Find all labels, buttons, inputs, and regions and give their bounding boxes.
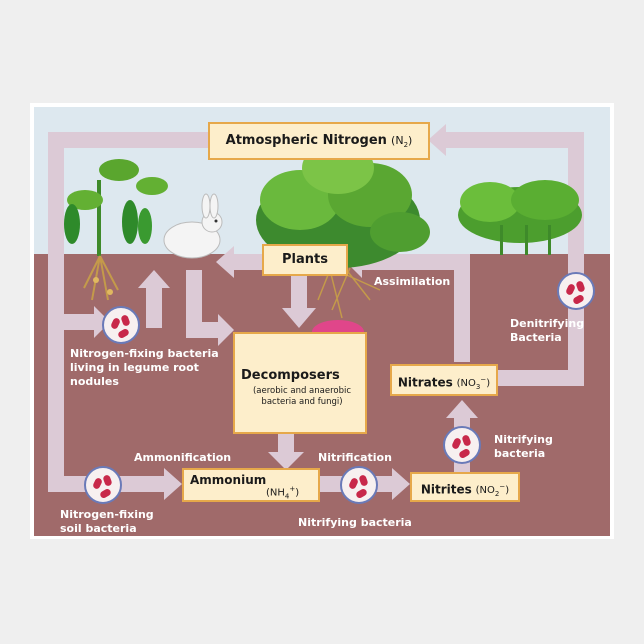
arrow-right-vertical bbox=[568, 132, 584, 386]
arrow-top-left bbox=[48, 132, 210, 148]
assimilation-label: Assimilation bbox=[374, 275, 451, 288]
ammonium-label: Ammonium bbox=[190, 473, 267, 487]
nitrites-formula: (NO2−) bbox=[475, 483, 510, 499]
nitrates-formula: (NO3−) bbox=[456, 376, 491, 392]
arrow-plants-left bbox=[232, 254, 266, 270]
bacteria-nitrifying-icon bbox=[443, 426, 481, 464]
arrow-animal-down bbox=[186, 270, 202, 332]
arrow-top-right bbox=[444, 132, 584, 148]
denitrifying-bacteria-label: Denitrifying Bacteria bbox=[510, 317, 585, 344]
nitrites-label: Nitrites bbox=[420, 482, 472, 497]
arrow-decomp-down bbox=[278, 432, 294, 454]
arrow-legume-up-head bbox=[138, 270, 170, 288]
plants-label: Plants bbox=[282, 252, 328, 267]
arrow-ammonium-nitrites-head bbox=[392, 468, 410, 500]
arrow-to-legume bbox=[48, 314, 96, 330]
arrow-plants-left-head bbox=[216, 246, 234, 278]
arrow-plants-down-head bbox=[282, 308, 316, 328]
rabbit-icon bbox=[163, 193, 223, 259]
bacteria-legume-icon bbox=[102, 306, 140, 344]
nitrates-label: Nitrates bbox=[397, 375, 453, 390]
decomposers-sublabel: (aerobic and anaerobic bacteria and fung… bbox=[252, 386, 352, 407]
arrow-top-right-head bbox=[428, 124, 446, 156]
decomposers-label: Decomposers bbox=[241, 368, 340, 383]
ammonium-formula: (NH4+) bbox=[266, 485, 300, 501]
soil-bacteria-label: Nitrogen-fixing soil bacteria bbox=[60, 508, 154, 535]
atmospheric-nitrogen-box: Atmospheric Nitrogen (N2) bbox=[208, 122, 430, 160]
nitrifying-bacteria-right-label: Nitrifying bacteria bbox=[494, 433, 553, 460]
nitrification-label: Nitrification bbox=[318, 451, 392, 464]
nitrites-box: Nitrites (NO2−) bbox=[410, 472, 520, 502]
ammonium-box: Ammonium (NH4+) bbox=[182, 468, 320, 502]
bacteria-denitrifying-icon bbox=[557, 272, 595, 310]
arrow-decomp-down-head bbox=[268, 452, 304, 470]
ammonification-label: Ammonification bbox=[134, 451, 232, 464]
legume-bacteria-label: Nitrogen-fixing bacteria living in legum… bbox=[70, 347, 219, 388]
arrow-nitrates-up bbox=[454, 262, 470, 362]
plants-box: Plants bbox=[262, 244, 348, 276]
arrow-animal-right-head bbox=[218, 314, 234, 346]
arrow-nitrates-right bbox=[494, 370, 584, 386]
decomposers-box: Decomposers (aerobic and anaerobic bacte… bbox=[233, 332, 367, 434]
arrow-legume-up bbox=[146, 284, 162, 328]
arrow-nitrites-up-head bbox=[446, 400, 478, 418]
cycle-arrows bbox=[48, 124, 584, 500]
bacteria-nitrification-icon bbox=[340, 466, 378, 504]
bacteria-soil-icon bbox=[84, 466, 122, 504]
arrow-plants-down bbox=[291, 276, 307, 310]
grass-plant bbox=[458, 180, 582, 255]
atmospheric-nitrogen-formula: (N2) bbox=[391, 134, 413, 150]
nitrates-box: Nitrates (NO3−) bbox=[390, 364, 498, 396]
arrow-left-vertical bbox=[48, 132, 64, 488]
atmospheric-nitrogen-label: Atmospheric Nitrogen bbox=[225, 133, 387, 148]
nitrifying-bacteria-bottom-label: Nitrifying bacteria bbox=[298, 516, 412, 529]
legume-plant bbox=[64, 159, 168, 301]
arrow-soil-to-ammonium-head bbox=[164, 468, 182, 500]
arrow-animal-right bbox=[186, 322, 220, 338]
